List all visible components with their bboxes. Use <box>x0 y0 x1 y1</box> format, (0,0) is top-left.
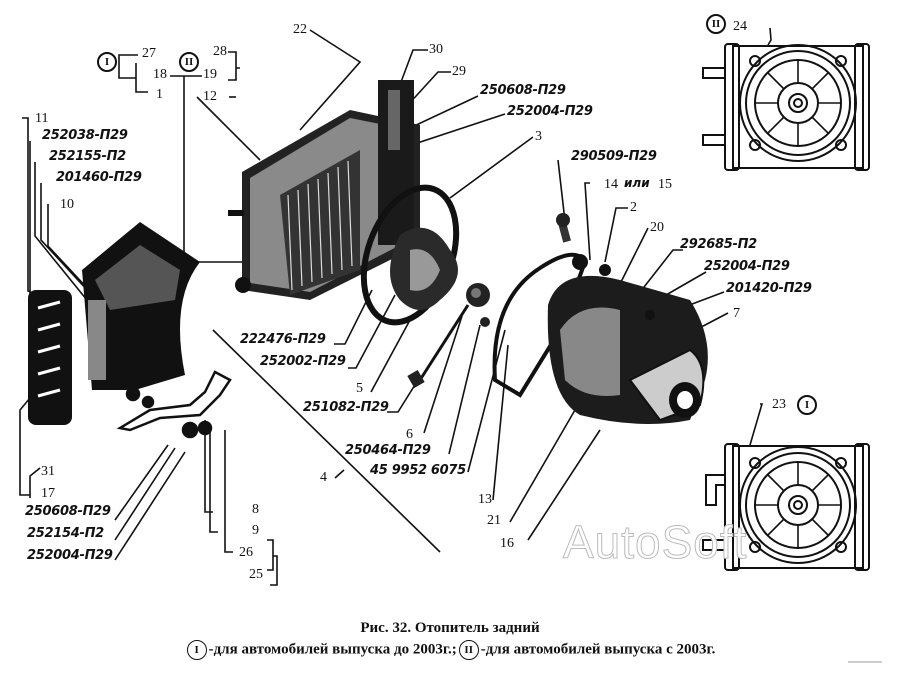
part-number-label: 45 9952 6075 <box>370 463 466 478</box>
part-number-label: 201420-П29 <box>726 281 812 296</box>
part-number-label: 252004-П29 <box>507 104 593 119</box>
part-number-label: 252004-П29 <box>27 548 113 563</box>
part-number-label: 290509-П29 <box>571 149 657 164</box>
callout-18: 18 <box>153 67 167 82</box>
part-number-label: 250464-П29 <box>345 443 431 458</box>
callout-10: 10 <box>60 197 74 212</box>
variant-marker-II: II <box>179 52 199 72</box>
callout-21: 21 <box>487 513 501 528</box>
callout-15: 15 <box>658 177 672 192</box>
part-number-label: 250608-П29 <box>25 504 111 519</box>
callout-25: 25 <box>249 567 263 582</box>
part-number-label: 252155-П2 <box>49 149 126 164</box>
callout-16: 16 <box>500 536 514 551</box>
damper-lever <box>116 370 232 439</box>
callout-7: 7 <box>733 306 740 321</box>
callout-3: 3 <box>535 129 542 144</box>
callout-30: 30 <box>429 42 443 57</box>
callout-17: 17 <box>41 486 55 501</box>
part-number-label: 252154-П2 <box>27 526 104 541</box>
callout-22: 22 <box>293 22 307 37</box>
variant-marker-II: II <box>458 640 479 660</box>
part-number-label: 222476-П29 <box>240 332 326 347</box>
part-number-label: 292685-П2 <box>680 237 757 252</box>
callout-2: 2 <box>630 200 637 215</box>
callout-26: 26 <box>239 545 253 560</box>
watermark: AutoSoft <box>562 516 748 569</box>
callout-20: 20 <box>650 220 664 235</box>
figure-caption-title: Рис. 32. Отопитель задний <box>360 620 540 636</box>
callout-28: 28 <box>213 44 227 59</box>
callout-23: 23 <box>772 397 786 412</box>
callout-27: 27 <box>142 46 156 61</box>
callout-14: 14 <box>604 177 618 192</box>
part-number-label: 250608-П29 <box>480 83 566 98</box>
part-number-label: 201460-П29 <box>56 170 142 185</box>
part-number-label: 252002-П29 <box>260 354 346 369</box>
part-number-label: 252004-П29 <box>704 259 790 274</box>
variant-marker-II: II <box>706 14 726 34</box>
callout-31: 31 <box>41 464 55 479</box>
heater-unit-variant-2 <box>702 43 870 171</box>
callout-12: 12 <box>203 89 217 104</box>
callout-5: 5 <box>356 381 363 396</box>
fan-assembly <box>360 184 490 389</box>
callout-8: 8 <box>252 502 259 517</box>
callout-6: 6 <box>406 427 413 442</box>
air-duct <box>82 222 200 390</box>
motor-housing <box>492 213 708 424</box>
part-number-label: 251082-П29 <box>303 400 389 415</box>
variant-marker-I: I <box>97 52 117 72</box>
callout-9: 9 <box>252 523 259 538</box>
legend-variant-2-text: -для автомобилей выпуска с 2003г. <box>480 641 716 658</box>
callout-1: 1 <box>156 87 163 102</box>
callout-19: 19 <box>203 67 217 82</box>
legend-variant-1-text: -для автомобилей выпуска до 2003г.; <box>208 641 457 658</box>
callout-4: 4 <box>320 470 327 485</box>
figure-caption-legend: I-для автомобилей выпуска до 2003г.;II-д… <box>0 640 900 660</box>
variant-marker-I: I <box>186 640 207 660</box>
vent-grille <box>28 290 72 425</box>
callout-11: 11 <box>35 111 49 126</box>
heater-unit-variant-1 <box>702 443 870 571</box>
callout-29: 29 <box>452 64 466 79</box>
callout-or: или <box>624 176 650 190</box>
callout-24: 24 <box>733 19 747 34</box>
variant-marker-I: I <box>797 395 817 415</box>
callout-13: 13 <box>478 492 492 507</box>
part-number-label: 252038-П29 <box>42 128 128 143</box>
